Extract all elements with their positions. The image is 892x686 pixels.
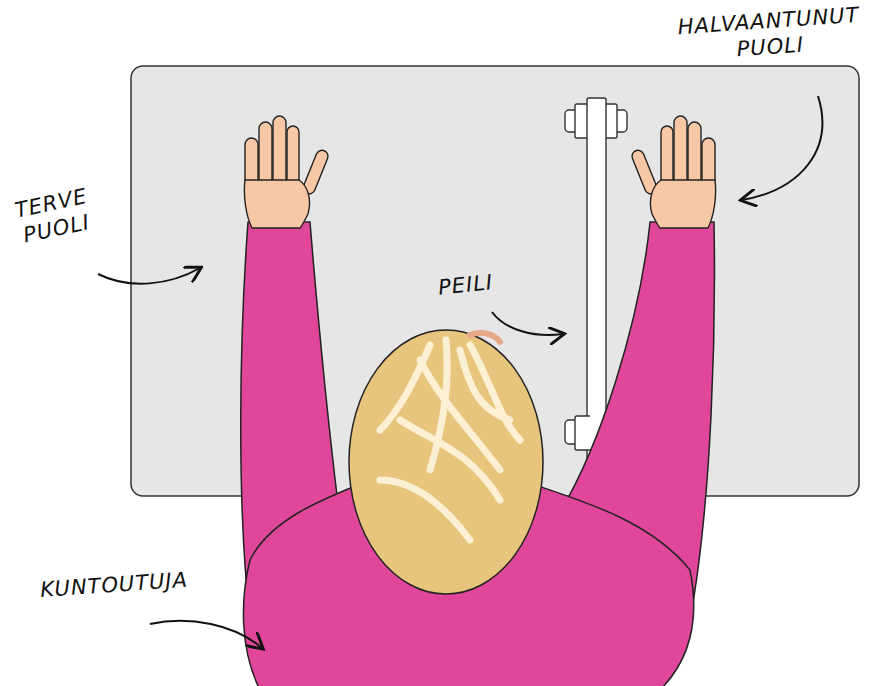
head: [349, 330, 543, 594]
healthy-hand: [244, 116, 329, 228]
callout-label: KUNTOUTUJA: [39, 563, 240, 603]
paralysed-hand: [630, 116, 715, 228]
callout-label: HALVAANTUNUT PUOLI: [660, 1, 878, 68]
callout-label: TERVE PUOLI: [4, 181, 105, 251]
leader-arrow: [150, 621, 262, 648]
leader-arrow: [742, 96, 822, 200]
leader-arrow: [492, 312, 563, 335]
leader-arrow: [98, 268, 200, 284]
